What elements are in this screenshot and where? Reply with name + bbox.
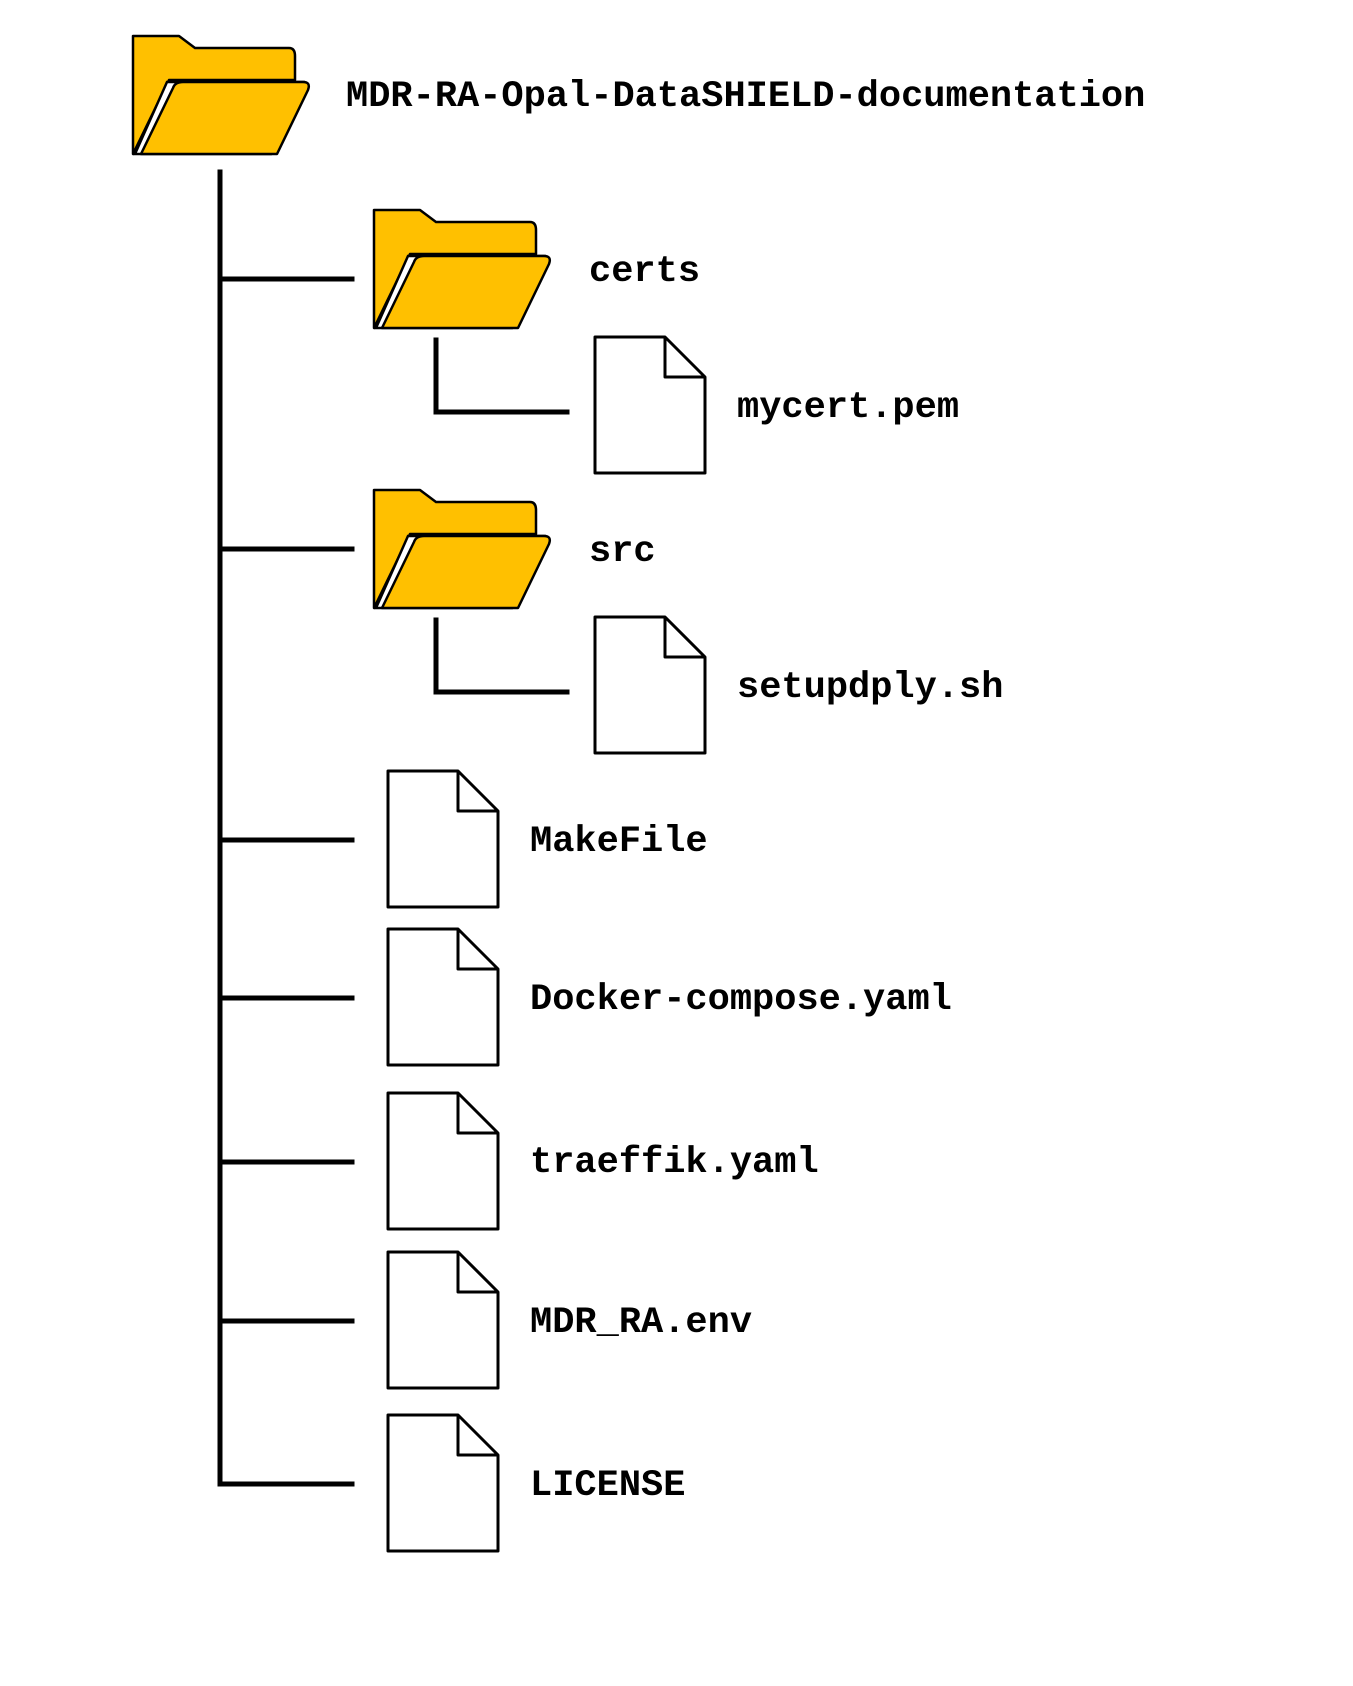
folder-open-icon xyxy=(372,208,552,330)
folder-label-certs: certs xyxy=(589,251,701,293)
sub-branch-line xyxy=(433,617,570,695)
file-label-mycert: mycert.pem xyxy=(737,387,960,429)
sub-branch-line xyxy=(433,337,570,415)
file-icon xyxy=(386,1250,500,1390)
folder-open-icon xyxy=(372,488,552,610)
file-label-docker-compose: Docker-compose.yaml xyxy=(530,979,952,1021)
file-icon xyxy=(386,769,500,909)
root-folder-label: MDR-RA-Opal-DataSHIELD-documentation xyxy=(346,76,1146,118)
file-icon xyxy=(593,335,707,475)
file-label-setupdply: setupdply.sh xyxy=(737,667,1004,709)
file-label-traeffik: traeffik.yaml xyxy=(530,1142,819,1184)
file-icon xyxy=(593,615,707,755)
file-label-makefile: MakeFile xyxy=(530,821,708,863)
file-label-license: LICENSE xyxy=(530,1465,686,1507)
file-icon xyxy=(386,1091,500,1231)
file-label-env: MDR_RA.env xyxy=(530,1302,753,1344)
file-icon xyxy=(386,1413,500,1553)
folder-label-src: src xyxy=(589,531,656,573)
file-icon xyxy=(386,927,500,1067)
folder-open-icon xyxy=(131,34,311,156)
